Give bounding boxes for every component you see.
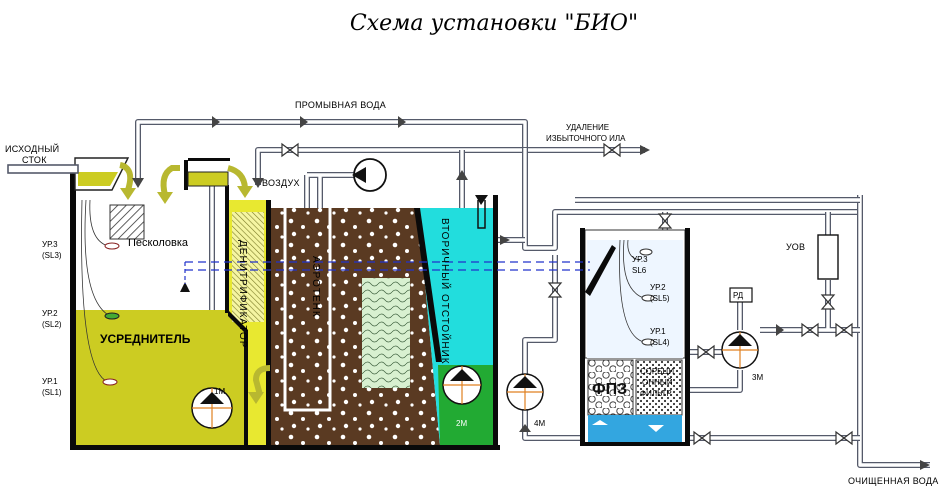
level-right-2-name: УР.2: [650, 283, 666, 292]
label-denitrifier: ДЕНИТРИФИКАТОР: [237, 240, 248, 348]
label-treated-water: ОЧИЩЕННАЯ ВОДА: [848, 476, 939, 486]
air-diffuser: [283, 175, 332, 412]
air-compressor: [352, 158, 387, 192]
level-left-1-name: УР.1: [42, 377, 58, 386]
level-floats-right: [619, 239, 655, 346]
settler-outlet: [475, 195, 488, 229]
label-secondary-settler: ВТОРИЧНЫЙ ОТСТОЙНИК: [439, 218, 452, 365]
pump-1m: [191, 387, 233, 429]
inlet-pipe: [7, 164, 79, 174]
label-inlet-2: СТОК: [22, 155, 47, 165]
level-floats-left: [81, 199, 120, 386]
level-left-2-name: УР.2: [42, 309, 58, 318]
label-flush-water: ПРОМЫВНАЯ ВОДА: [295, 100, 386, 110]
filter-tank: [584, 229, 686, 445]
level-left-2-code: (SL2): [42, 320, 62, 329]
pump-2m: [442, 365, 482, 405]
level-dashed-lines: [180, 261, 590, 292]
level-right-3-code: SL6: [632, 266, 647, 275]
uv-unit: [817, 234, 839, 280]
pump-4m: [506, 373, 544, 411]
label-uov: УОВ: [786, 242, 805, 252]
bio-carrier-block: [362, 278, 410, 388]
label-rd: РД: [733, 291, 744, 300]
diagram-title: Схема установки "БИО": [350, 11, 638, 36]
pump-3m-label: 3М: [752, 373, 763, 382]
label-fpz: ФПЗ: [592, 381, 627, 398]
aerotank-tank: [270, 208, 440, 445]
sand-trap-grid: [109, 204, 145, 240]
pump-3m: [721, 331, 759, 369]
fpz-media: [587, 359, 634, 416]
pressure-relay: [729, 287, 753, 303]
level-right-2-code: (SL5): [650, 294, 670, 303]
tank-walls: [70, 157, 690, 450]
label-sorption-1: СОРБЦИ: [640, 367, 674, 376]
pump-2m-label: 2М: [456, 419, 467, 428]
label-inlet-1: ИСХОДНЫЙ: [5, 143, 59, 154]
level-right-1-name: УР.1: [650, 327, 666, 336]
pump-1m-label: 1М: [214, 387, 225, 396]
level-left-3-name: УР.3: [42, 240, 58, 249]
label-equalizer: УСРЕДНИТЕЛЬ: [100, 332, 191, 346]
sorption-media: [635, 359, 683, 416]
label-sorption-3: ФИЛЬТР: [640, 389, 672, 398]
label-sludge-removal-1: УДАЛЕНИЕ: [566, 123, 609, 132]
label-aerotank: АЭРОТЕНК: [310, 256, 321, 318]
valves: [281, 142, 853, 446]
label-sorption-2: ОННЫЙ: [642, 378, 673, 387]
level-right-3-name: УР.3: [632, 255, 648, 264]
label-air: ВОЗДУХ: [262, 178, 300, 188]
level-right-1-code: (SL4): [650, 338, 670, 347]
level-left-3-code: (SL3): [42, 251, 62, 260]
yellow-flow-arrows: [119, 162, 271, 404]
pump-4m-label: 4М: [534, 419, 545, 428]
flow-arrows: [132, 116, 930, 470]
level-left-1-code: (SL1): [42, 388, 62, 397]
label-sludge-removal-2: ИЗБЫТОЧНОГО ИЛА: [546, 134, 626, 143]
filter-collector: [588, 415, 682, 445]
label-sand-trap: Песколовка: [128, 237, 189, 249]
